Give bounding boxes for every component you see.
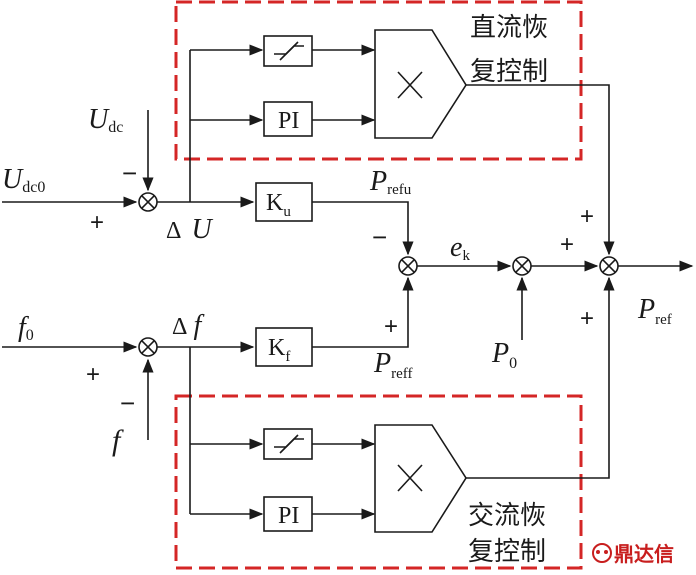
ac-multiplier-block [374, 424, 467, 533]
kf-block [255, 327, 313, 367]
dc-pi-block [263, 101, 313, 137]
p0-label: P0 [491, 338, 517, 372]
pref-label: Pref [637, 294, 672, 328]
sign-s1-left: + [90, 209, 104, 236]
sign-s2-top: − [372, 222, 387, 252]
ac-output-wire [466, 276, 615, 479]
dc-limiter-block [263, 35, 313, 67]
logo-watermark: 鼎达信 [592, 542, 674, 566]
dc-recovery-region [174, 0, 583, 161]
ac-pi-label: PI [278, 503, 299, 529]
sign-s4-left: + [560, 231, 574, 258]
f0-label: f0 [18, 312, 34, 344]
sign-s5-bottom: − [120, 388, 135, 418]
dc-pi-label: PI [278, 108, 299, 134]
ku-label: Ku [266, 190, 291, 220]
ac-limiter-block [263, 428, 313, 460]
ac-region-label-line1: 交流恢 [468, 501, 546, 531]
summing-junction-4 [599, 256, 619, 276]
f-label: f [112, 424, 124, 457]
sign-s4-top: + [580, 203, 594, 230]
preff-label: Preff [373, 348, 412, 382]
summing-junction-1 [138, 192, 158, 212]
dc-region-label-line2: 复控制 [470, 57, 548, 87]
ku-block [255, 182, 313, 222]
summing-junction-3 [512, 256, 532, 276]
udc0-label: Udc0 [2, 164, 45, 196]
udc-label: Udc [88, 104, 123, 136]
kf-label: Kf [268, 335, 290, 365]
dc-output-wire [466, 84, 615, 256]
dc-multiplier-block [374, 29, 467, 139]
ek-label: ek [450, 232, 470, 264]
logo-text: 鼎达信 [614, 542, 674, 566]
sign-s2-bottom: + [384, 313, 398, 340]
sign-s1-top: − [122, 158, 137, 188]
sign-s5-left: + [86, 361, 100, 388]
dc-region-label-line1: 直流恢 [470, 13, 548, 43]
ac-region-label-line2: 复控制 [468, 537, 546, 567]
sign-s4-bottom: + [580, 305, 594, 332]
ac-recovery-region [174, 394, 583, 570]
summing-junction-2 [398, 256, 418, 276]
preff-wire [312, 276, 414, 348]
summing-junction-5 [138, 337, 158, 357]
prefu-wire [312, 201, 414, 256]
prefu-label: Prefu [369, 166, 412, 198]
